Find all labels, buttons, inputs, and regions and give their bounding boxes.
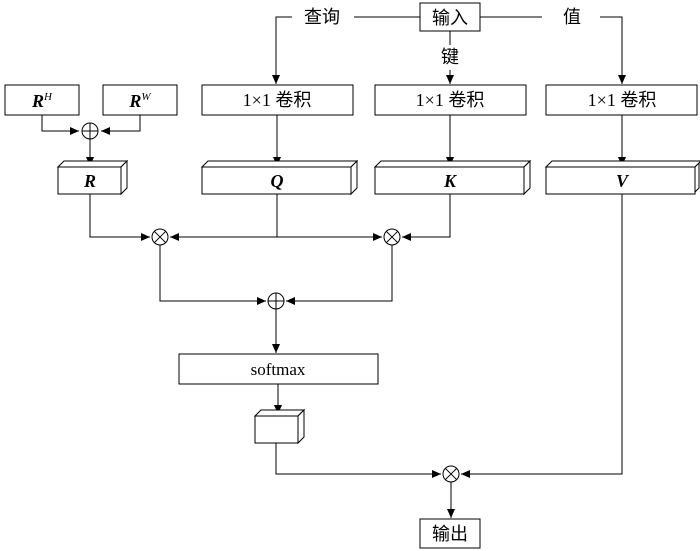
sum-op-1 xyxy=(81,122,99,140)
rw-to-sum-arrow xyxy=(101,115,141,135)
rw-label: RW xyxy=(128,91,151,111)
sum-op-2 xyxy=(267,292,285,310)
rh-label: RH xyxy=(31,91,53,111)
k-tensor xyxy=(373,159,532,196)
mult-left-to-sum-arrow xyxy=(159,245,266,305)
attention-to-mult-arrow xyxy=(275,443,441,478)
value-label: 值 xyxy=(563,7,581,27)
mult-op-left xyxy=(151,228,169,246)
softmax-label: softmax xyxy=(251,360,306,379)
output-box xyxy=(419,518,481,549)
value-arrow xyxy=(600,16,626,84)
k-label: K xyxy=(443,171,458,191)
r-to-mult-arrow xyxy=(89,194,150,241)
value-conv-label: 1×1 卷积 xyxy=(588,90,657,110)
key-conv-box xyxy=(374,84,527,116)
rh-box xyxy=(4,84,80,116)
r-label: R xyxy=(83,171,96,191)
rw-box xyxy=(102,84,178,116)
v-tensor xyxy=(544,160,700,195)
output-label: 输出 xyxy=(432,524,468,544)
query-label: 查询 xyxy=(304,7,340,27)
k-to-mult-arrow xyxy=(402,194,451,241)
key-label: 键 xyxy=(441,47,459,67)
mult-op-final xyxy=(442,465,460,483)
rh-to-sum-arrow xyxy=(41,115,79,135)
mult-op-right xyxy=(383,228,401,246)
r-tensor xyxy=(56,159,129,196)
key-conv-label: 1×1 卷积 xyxy=(416,90,485,110)
v-to-mult-arrow xyxy=(461,194,623,478)
query-arrow xyxy=(272,16,292,84)
query-conv-label: 1×1 卷积 xyxy=(243,90,312,110)
q-tensor xyxy=(200,159,359,196)
q-label: Q xyxy=(271,171,284,191)
attention-tensor xyxy=(253,408,306,445)
value-conv-box xyxy=(545,84,698,116)
mult-right-to-sum-arrow xyxy=(286,245,393,305)
v-label: V xyxy=(616,171,630,191)
input-label: 输入 xyxy=(432,8,468,28)
